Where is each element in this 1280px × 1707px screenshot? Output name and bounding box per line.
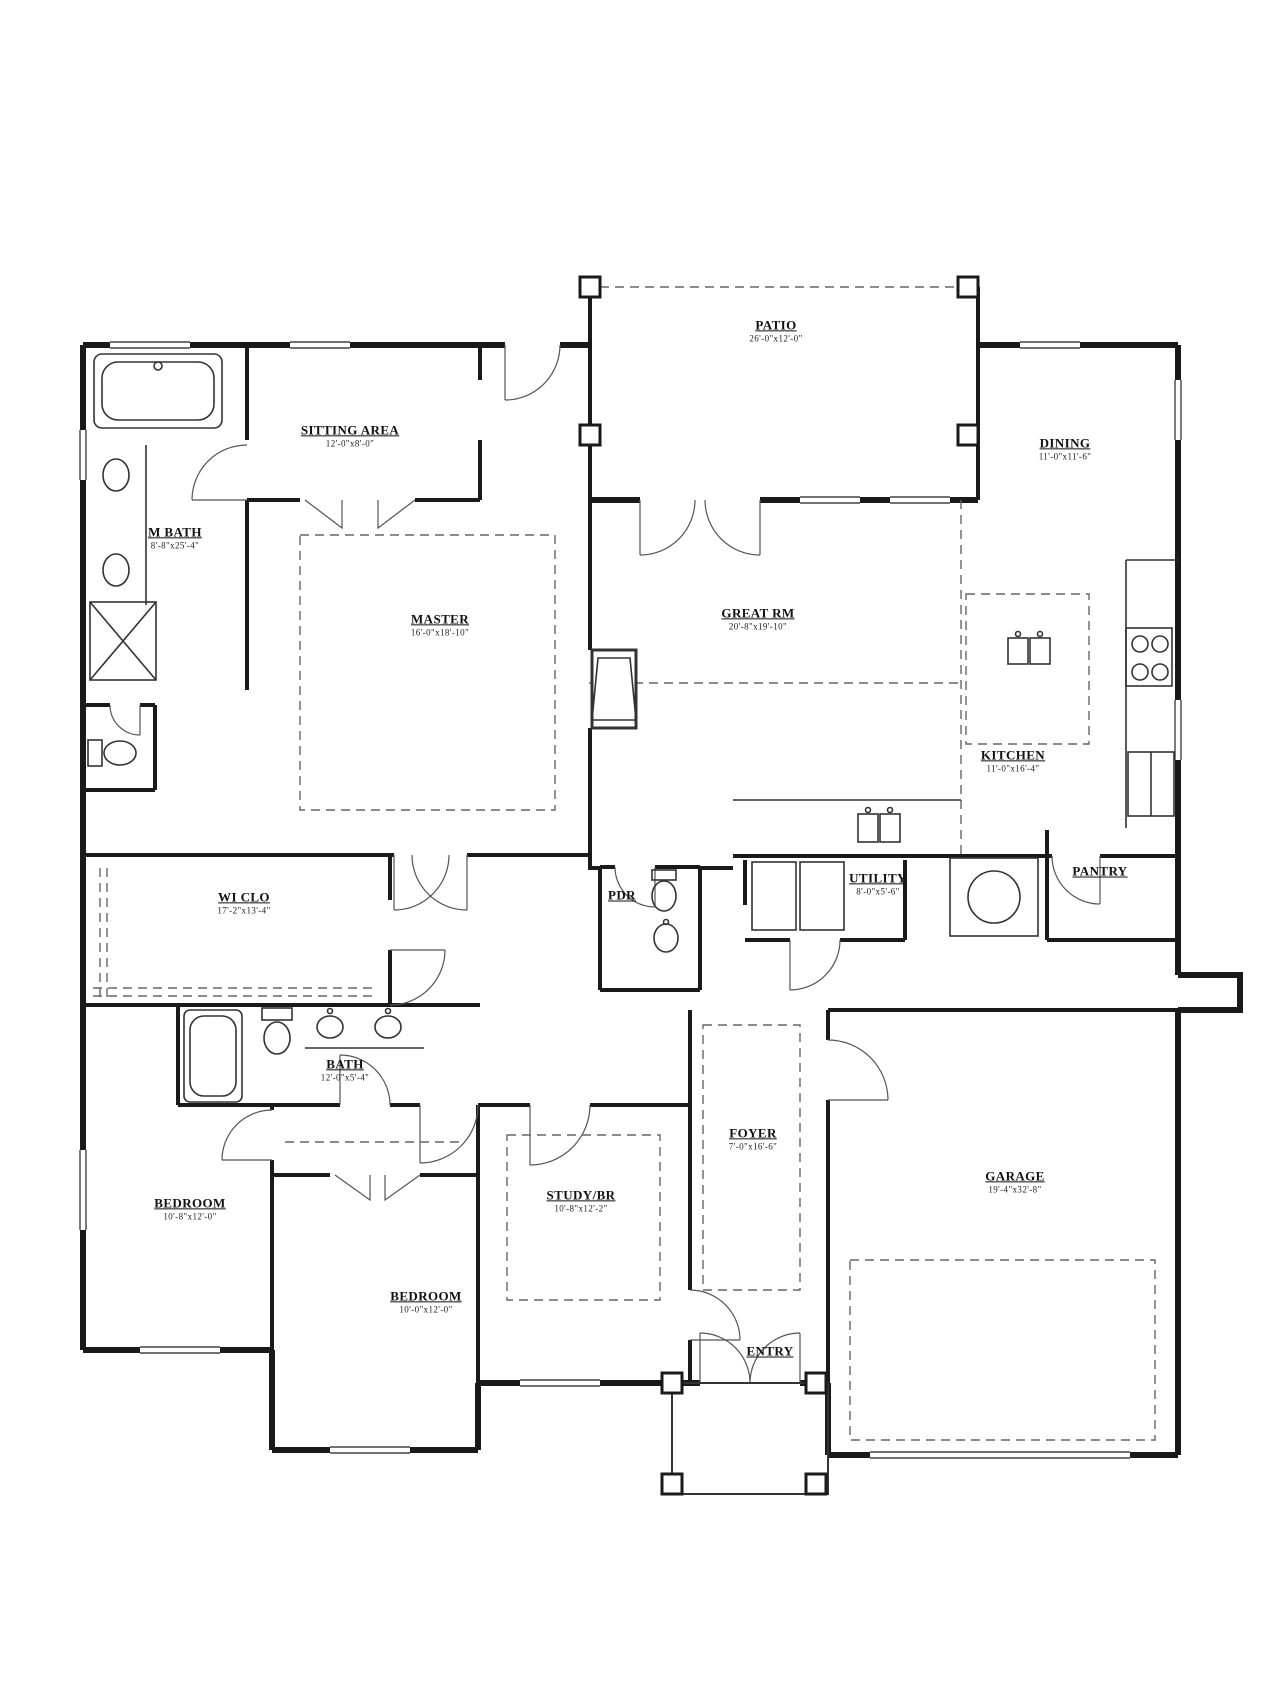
room-label-master: MASTER 16'-0"x18'-10" bbox=[410, 611, 470, 638]
room-dim: 11'-0"x11'-6" bbox=[1038, 451, 1092, 462]
room-label-bedroom-2: BEDROOM 10'-0"x12'-0" bbox=[390, 1288, 462, 1315]
room-dim: 20'-8"x19'-10" bbox=[728, 621, 788, 632]
dashed-features bbox=[93, 286, 1156, 1441]
room-dim: 17'-2"x13'-4" bbox=[217, 905, 271, 916]
exterior-walls bbox=[80, 287, 1243, 1458]
room-label-sitting-area: SITTING AREA 12'-0"x8'-0" bbox=[300, 422, 400, 449]
room-dim: 10'-8"x12'-2" bbox=[554, 1203, 608, 1214]
room-label-pantry: PANTRY bbox=[1072, 863, 1128, 880]
room-name: UTILITY bbox=[849, 870, 907, 886]
doors bbox=[109, 344, 1101, 1384]
room-name: KITCHEN bbox=[980, 747, 1046, 763]
room-label-foyer: FOYER 7'-0"x16'-6" bbox=[728, 1125, 778, 1152]
room-label-garage: GARAGE 19'-4"x32'-8" bbox=[985, 1168, 1045, 1195]
room-dim: 26'-0"x12'-0" bbox=[749, 333, 803, 344]
room-name: GARAGE bbox=[985, 1168, 1045, 1184]
patio-posts bbox=[578, 275, 980, 447]
room-dim: 7'-0"x16'-6" bbox=[728, 1141, 778, 1152]
room-label-patio: PATIO 26'-0"x12'-0" bbox=[749, 317, 803, 344]
room-label-kitchen: KITCHEN 11'-0"x16'-4" bbox=[980, 747, 1046, 774]
fixtures bbox=[87, 353, 1178, 1103]
room-name: BEDROOM bbox=[154, 1195, 226, 1211]
room-name: PDR bbox=[608, 887, 636, 903]
room-dim: 19'-4"x32'-8" bbox=[988, 1184, 1042, 1195]
room-name: BATH bbox=[326, 1056, 364, 1072]
room-label-dining: DINING 11'-0"x11'-6" bbox=[1038, 435, 1092, 462]
room-name: DINING bbox=[1039, 435, 1091, 451]
room-label-bedroom-left: BEDROOM 10'-8"x12'-0" bbox=[154, 1195, 226, 1222]
room-name: GREAT RM bbox=[721, 605, 795, 621]
room-label-bath: BATH 12'-0"x5'-4" bbox=[320, 1056, 370, 1083]
room-dim: 12'-0"x8'-0" bbox=[325, 438, 375, 449]
room-name: ENTRY bbox=[746, 1343, 794, 1359]
room-name: FOYER bbox=[729, 1125, 777, 1141]
room-name: BEDROOM bbox=[390, 1288, 462, 1304]
room-label-great-rm: GREAT RM 20'-8"x19'-10" bbox=[721, 605, 795, 632]
room-dim: 10'-0"x12'-0" bbox=[399, 1304, 453, 1315]
room-dim: 16'-0"x18'-10" bbox=[410, 627, 470, 638]
room-dim: 10'-8"x12'-0" bbox=[163, 1211, 217, 1222]
windows bbox=[79, 341, 1182, 1459]
room-dim: 8'-0"x5'-6" bbox=[856, 886, 900, 897]
entry-porch bbox=[660, 1371, 829, 1496]
room-label-utility: UTILITY 8'-0"x5'-6" bbox=[849, 870, 907, 897]
room-label-entry: ENTRY bbox=[746, 1343, 794, 1360]
room-dim: 12'-0"x5'-4" bbox=[320, 1072, 370, 1083]
room-name: PANTRY bbox=[1072, 863, 1128, 879]
room-name: STUDY/BR bbox=[546, 1187, 616, 1203]
room-name: WI CLO bbox=[218, 889, 270, 905]
interior-walls bbox=[83, 345, 1178, 1383]
room-dim: 11'-0"x16'-4" bbox=[986, 763, 1040, 774]
room-label-wi-clo: WI CLO 17'-2"x13'-4" bbox=[217, 889, 271, 916]
room-name: SITTING AREA bbox=[300, 422, 400, 438]
room-label-m-bath: M BATH 8'-8"x25'-4" bbox=[148, 524, 202, 551]
room-dim: 8'-8"x25'-4" bbox=[150, 540, 200, 551]
room-name: PATIO bbox=[755, 317, 797, 333]
room-name: M BATH bbox=[148, 524, 202, 540]
room-label-pdr: PDR bbox=[608, 887, 636, 904]
room-name: MASTER bbox=[410, 611, 470, 627]
room-label-study-br: STUDY/BR 10'-8"x12'-2" bbox=[546, 1187, 616, 1214]
